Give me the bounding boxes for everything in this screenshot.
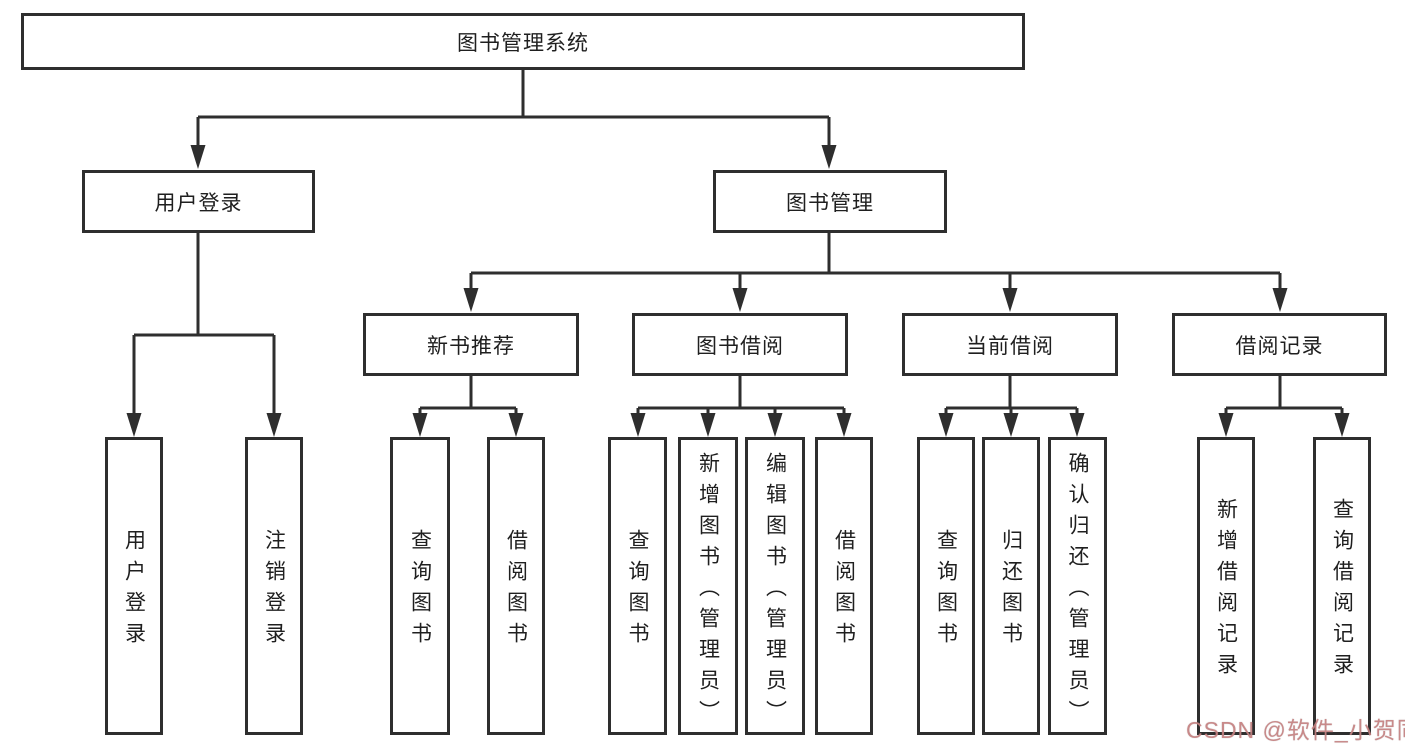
arrow-down-icon <box>463 288 479 312</box>
leaf-add-book-admin: 新增图书（管理员） <box>678 437 738 735</box>
node-new-book-recommendation: 新书推荐 <box>363 313 579 376</box>
arrow-down-icon <box>821 145 837 169</box>
node-book-borrowing: 图书借阅 <box>632 313 848 376</box>
arrow-down-icon <box>1334 413 1350 437</box>
arrow-down-icon <box>630 413 646 437</box>
arrow-down-icon <box>938 413 954 437</box>
node-user-login: 用户登录 <box>82 170 315 233</box>
arrow-down-icon <box>1003 413 1019 437</box>
leaf-query-borrow-record: 查询借阅记录 <box>1313 437 1371 735</box>
leaf-query-books: 查询图书 <box>608 437 667 735</box>
arrow-down-icon <box>732 288 748 312</box>
leaf-return-book: 归还图书 <box>982 437 1040 735</box>
node-borrowing-records: 借阅记录 <box>1172 313 1387 376</box>
arrow-down-icon <box>1002 288 1018 312</box>
arrow-down-icon <box>700 413 716 437</box>
node-library-management-system: 图书管理系统 <box>21 13 1025 70</box>
leaf-borrow-books: 借阅图书 <box>815 437 873 735</box>
node-book-management: 图书管理 <box>713 170 947 233</box>
arrow-down-icon <box>767 413 783 437</box>
leaf-edit-book-admin: 编辑图书（管理员） <box>745 437 805 735</box>
arrow-down-icon <box>1218 413 1234 437</box>
arrow-down-icon <box>1069 413 1085 437</box>
arrow-down-icon <box>266 413 282 437</box>
leaf-add-borrow-record: 新增借阅记录 <box>1197 437 1255 735</box>
arrow-down-icon <box>126 413 142 437</box>
arrow-down-icon <box>508 413 524 437</box>
arrow-down-icon <box>1272 288 1288 312</box>
leaf-logout-login: 注销登录 <box>245 437 303 735</box>
csdn-watermark: CSDN @软件_小贺同学 <box>1186 717 1405 743</box>
leaf-user-login: 用户登录 <box>105 437 163 735</box>
leaf-borrow-books: 借阅图书 <box>487 437 545 735</box>
arrow-down-icon <box>412 413 428 437</box>
leaf-query-books: 查询图书 <box>917 437 975 735</box>
leaf-confirm-return-admin: 确认归还（管理员） <box>1048 437 1107 735</box>
node-current-borrowing: 当前借阅 <box>902 313 1118 376</box>
arrow-down-icon <box>190 145 206 169</box>
arrow-down-icon <box>836 413 852 437</box>
leaf-query-books: 查询图书 <box>390 437 450 735</box>
